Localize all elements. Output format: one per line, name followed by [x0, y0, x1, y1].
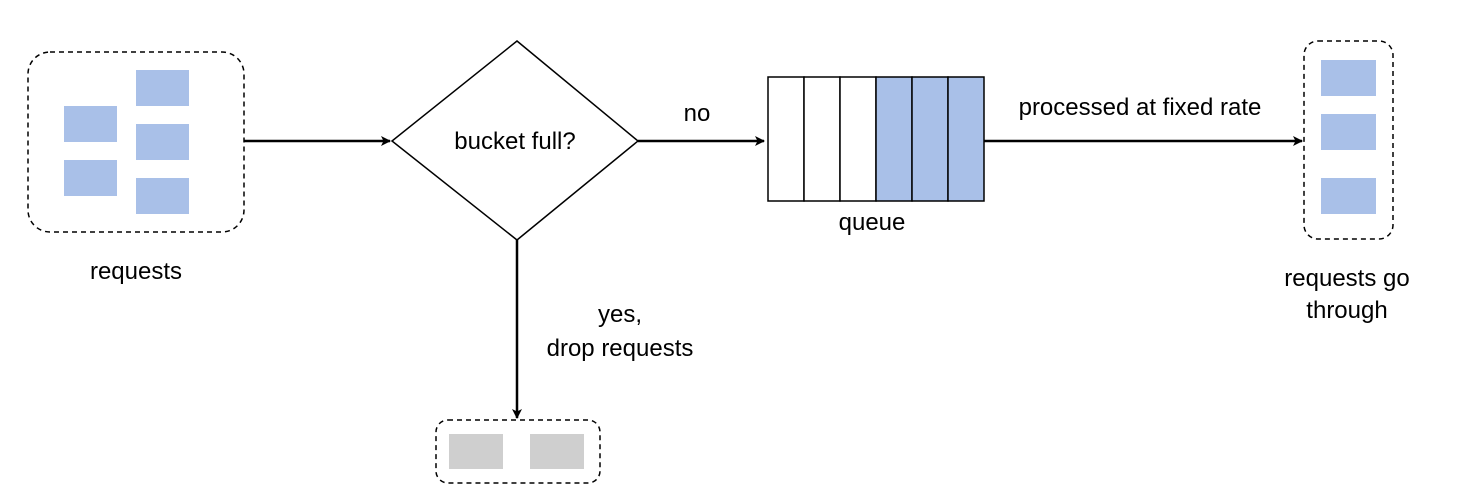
request-block — [1321, 178, 1376, 214]
queue-slot — [839, 76, 877, 202]
request-block — [1321, 60, 1376, 96]
processed-label: processed at fixed rate — [1019, 94, 1262, 121]
decision-label: bucket full? — [454, 128, 575, 155]
queue-slot-filled — [875, 76, 913, 202]
yes-label-line1: yes, — [598, 301, 642, 328]
dropped-request-block — [449, 434, 503, 469]
queue-slot-filled — [947, 76, 985, 202]
request-block — [64, 160, 117, 196]
request-block — [136, 178, 189, 214]
through-label-line2: through — [1306, 297, 1387, 324]
dropped-request-block — [530, 434, 584, 469]
request-block — [1321, 114, 1376, 150]
requests-label: requests — [90, 258, 182, 285]
queue-label: queue — [839, 209, 906, 236]
queue-slot — [803, 76, 841, 202]
request-block — [136, 70, 189, 106]
queue-slot-filled — [911, 76, 949, 202]
through-label-line1: requests go — [1284, 265, 1409, 292]
yes-label-line2: drop requests — [547, 335, 694, 362]
queue — [767, 76, 985, 202]
passed-requests-group — [1303, 40, 1394, 240]
request-block — [64, 106, 117, 142]
no-label: no — [684, 100, 711, 127]
queue-slot — [767, 76, 805, 202]
request-block — [136, 124, 189, 160]
